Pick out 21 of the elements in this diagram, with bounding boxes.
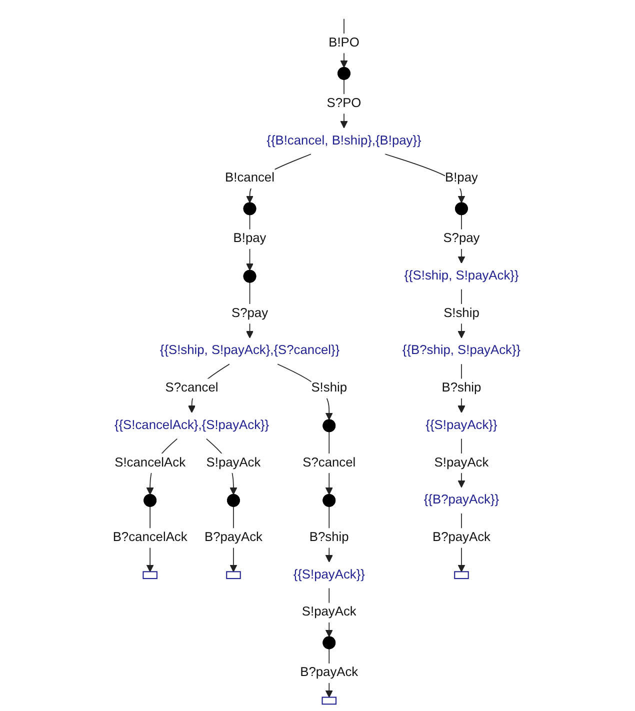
state-dot bbox=[227, 494, 240, 507]
state-dot bbox=[243, 270, 256, 283]
state-dot bbox=[338, 66, 350, 80]
final-state-box bbox=[322, 696, 336, 705]
state-label: {{S!payAck}} bbox=[426, 418, 498, 432]
state-label: {{S!ship, S!payAck}} bbox=[404, 268, 519, 283]
state-label: {{B?payAck}} bbox=[424, 492, 500, 508]
state-dot bbox=[243, 202, 256, 216]
final-state-box bbox=[454, 571, 469, 580]
state-label: {{S!payAck}} bbox=[293, 567, 365, 582]
state-label: {{S!cancelAck},{S!payAck}} bbox=[114, 418, 270, 432]
state-dot bbox=[144, 494, 157, 507]
state-dot bbox=[455, 202, 468, 216]
state-dot bbox=[322, 636, 336, 650]
state-dot bbox=[322, 494, 336, 507]
state-label: {{B?ship, S!payAck}} bbox=[402, 343, 521, 358]
state-dot bbox=[322, 419, 336, 432]
final-state-box bbox=[142, 571, 158, 580]
state-label: {{B!cancel, B!ship},{B!pay}} bbox=[266, 133, 422, 148]
state-label: {{S!ship, S!payAck},{S?cancel}} bbox=[160, 343, 340, 358]
final-state-box bbox=[226, 571, 241, 580]
